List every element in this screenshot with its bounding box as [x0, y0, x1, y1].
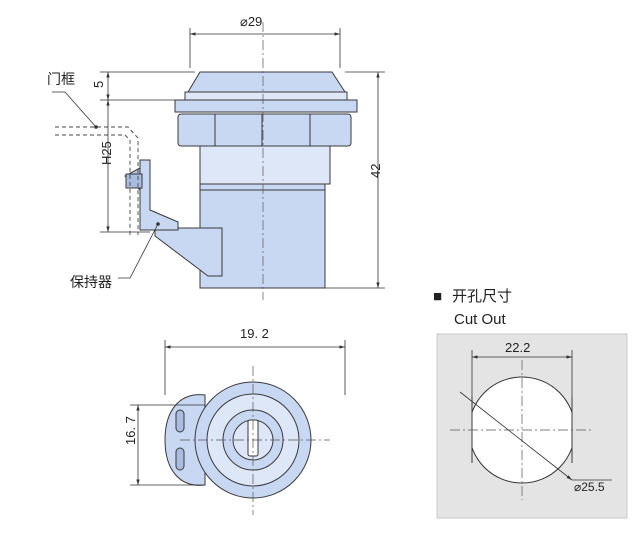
retainer-clip — [139, 159, 179, 231]
dim-height-bottom: 16. 7 — [123, 416, 138, 445]
mount-plate — [174, 99, 358, 113]
door-frame-outline — [55, 126, 139, 235]
cutout-title-en: Cut Out — [454, 311, 507, 328]
cutout-section: ■ 开孔尺寸 Cut Out 22.2 ⌀25.5 — [433, 288, 628, 519]
cutout-bullet: ■ — [433, 288, 442, 305]
clip-screw — [125, 173, 143, 189]
side-view: ⌀29 5 H25 42 门框 保持器 — [47, 14, 385, 300]
label-door-frame: 门框 — [47, 71, 75, 87]
dim-cutout-width: 22.2 — [505, 340, 530, 355]
dim-height-top: 5 — [91, 81, 106, 88]
dim-width-bottom: 19. 2 — [240, 326, 269, 341]
dim-height-total: 42 — [368, 164, 383, 178]
front-view: 19. 2 16. 7 — [123, 326, 346, 515]
cutout-diameter-leader — [459, 391, 573, 481]
threaded-body — [199, 145, 331, 185]
flange-ring — [184, 91, 348, 101]
flange-cap — [187, 71, 346, 93]
dim-cutout-diameter: ⌀25.5 — [574, 480, 605, 494]
retainer-leader — [118, 223, 159, 279]
cam-arm — [154, 227, 223, 277]
label-retainer: 保持器 — [70, 274, 112, 290]
dim-height-h25: H25 — [99, 141, 114, 165]
door-frame-leader — [52, 91, 97, 128]
dim-diameter-top: ⌀29 — [240, 14, 262, 29]
cutout-title-cn: 开孔尺寸 — [452, 288, 512, 305]
hex-nut — [177, 113, 352, 147]
